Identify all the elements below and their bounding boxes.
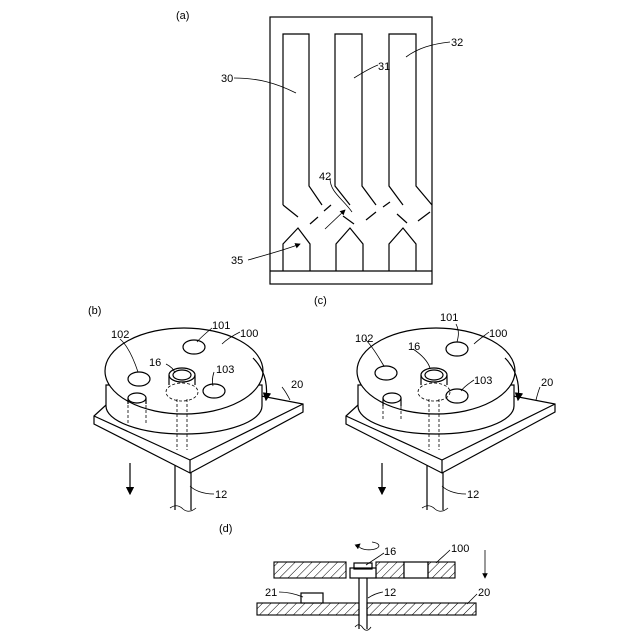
ref-21-d: 21 — [265, 587, 277, 599]
panel-d: (d) — [219, 523, 490, 630]
ref-103-c: 103 — [474, 375, 492, 387]
ref-101-b: 101 — [212, 320, 230, 332]
ref-16-c: 16 — [408, 341, 420, 353]
ref-102-b: 102 — [111, 329, 129, 341]
ref-16-b: 16 — [149, 357, 161, 369]
cross-section-d — [257, 562, 476, 630]
ref-20-c: 20 — [541, 377, 553, 389]
ref-16-d: 16 — [384, 546, 396, 558]
ref-20-d: 20 — [478, 587, 490, 599]
ref-100-d: 100 — [451, 543, 469, 555]
ref-101-c: 101 — [440, 312, 458, 324]
ref-35: 35 — [231, 255, 243, 267]
panel-b: (b) — [88, 305, 303, 511]
ref-30: 30 — [221, 73, 233, 85]
ref-12-d: 12 — [384, 587, 396, 599]
rotor-assembly-b — [94, 328, 303, 511]
panel-c-label: (c) — [314, 295, 327, 307]
ref-100-c: 100 — [489, 328, 507, 340]
ref-12-c: 12 — [467, 489, 479, 501]
ref-102-c: 102 — [355, 333, 373, 345]
ref-32: 32 — [451, 37, 463, 49]
panel-d-label: (d) — [219, 523, 232, 535]
ref-103-b: 103 — [216, 364, 234, 376]
ref-42: 42 — [319, 171, 331, 183]
ref-12-b: 12 — [215, 489, 227, 501]
panel-a: (a) — [176, 10, 463, 284]
panel-a-label: (a) — [176, 10, 189, 22]
fluid-channel-chip — [270, 17, 432, 284]
ref-31: 31 — [378, 61, 390, 73]
ref-20-b: 20 — [291, 379, 303, 391]
panel-c: (c) — [314, 295, 555, 511]
ref-100-b: 100 — [240, 328, 258, 340]
leader-lines-a — [234, 42, 450, 260]
panel-b-label: (b) — [88, 305, 101, 317]
